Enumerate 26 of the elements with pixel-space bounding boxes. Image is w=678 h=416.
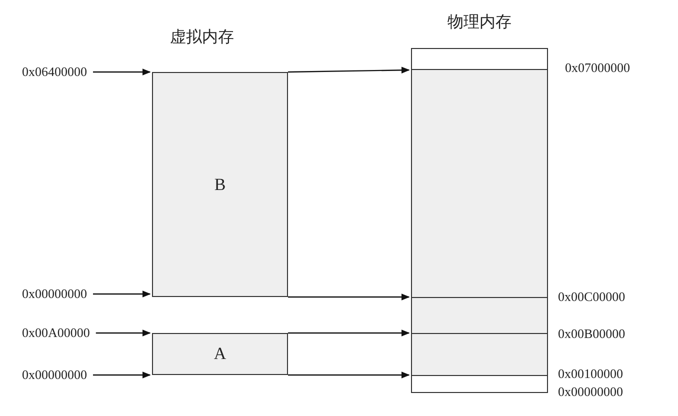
address-label: 0x00000000 — [558, 384, 623, 400]
arrow — [288, 372, 410, 378]
memory-segment — [411, 48, 548, 70]
address-label: 0x07000000 — [565, 60, 630, 76]
arrow — [288, 294, 410, 300]
memory-region-box: A — [152, 333, 288, 375]
address-label: 0x06400000 — [22, 64, 87, 80]
address-label: 0x00C00000 — [558, 289, 626, 305]
arrow — [288, 330, 410, 336]
column-heading: 物理内存 — [446, 15, 512, 31]
address-label: 0x00000000 — [22, 367, 87, 383]
column-heading: 虚拟内存 — [170, 30, 234, 46]
memory-segment — [411, 69, 548, 298]
arrow — [96, 330, 151, 336]
memory-segment — [411, 297, 548, 334]
address-label: 0x00000000 — [22, 286, 87, 302]
memory-segment — [411, 333, 548, 376]
arrow — [288, 66, 410, 74]
arrow — [93, 290, 151, 298]
arrow — [93, 372, 151, 378]
address-label: 0x00A00000 — [22, 325, 90, 341]
address-label: 0x00100000 — [558, 366, 623, 382]
memory-segment — [411, 375, 548, 393]
arrow — [93, 68, 151, 76]
address-label: 0x00B00000 — [558, 326, 626, 342]
memory-region-box: B — [152, 72, 288, 297]
